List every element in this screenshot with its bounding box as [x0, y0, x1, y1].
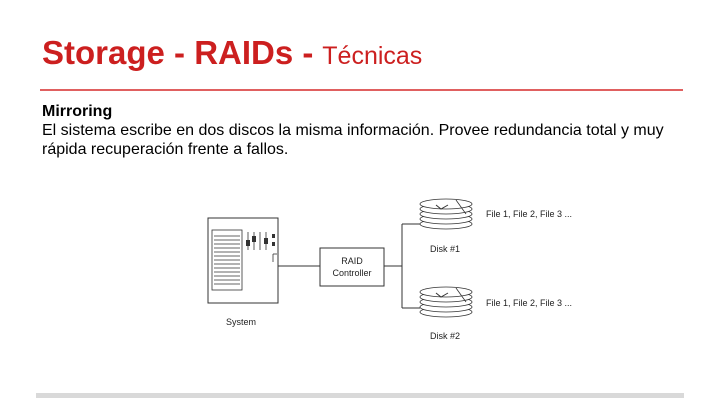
system-label: System — [226, 317, 256, 327]
raid-controller-label-line1: RAID — [341, 256, 363, 266]
content-paragraph: El sistema escribe en dos discos la mism… — [42, 121, 682, 159]
raid-controller-label-line2: Controller — [332, 268, 371, 278]
slide-title: Storage - RAIDs - Técnicas — [42, 36, 422, 69]
disk-2-label: Disk #2 — [430, 331, 460, 341]
disk-2-icon — [420, 287, 472, 317]
title-subtitle: Técnicas — [322, 42, 422, 70]
disk-1-icon — [420, 199, 472, 229]
content-heading: Mirroring — [42, 102, 682, 121]
system-computer-icon — [208, 218, 278, 303]
disk-1-label: Disk #1 — [430, 244, 460, 254]
title-divider — [40, 89, 683, 91]
disk-1-files: File 1, File 2, File 3 ... — [486, 209, 572, 219]
footer-bar — [36, 393, 684, 398]
content-block: Mirroring El sistema escribe en dos disc… — [42, 102, 682, 159]
raid-mirroring-diagram: System RAID Controller Disk #1 File 1, F… — [200, 188, 600, 348]
title-main: Storage - RAIDs - — [42, 34, 313, 71]
raid-controller-box — [320, 248, 384, 286]
disk-2-files: File 1, File 2, File 3 ... — [486, 298, 572, 308]
